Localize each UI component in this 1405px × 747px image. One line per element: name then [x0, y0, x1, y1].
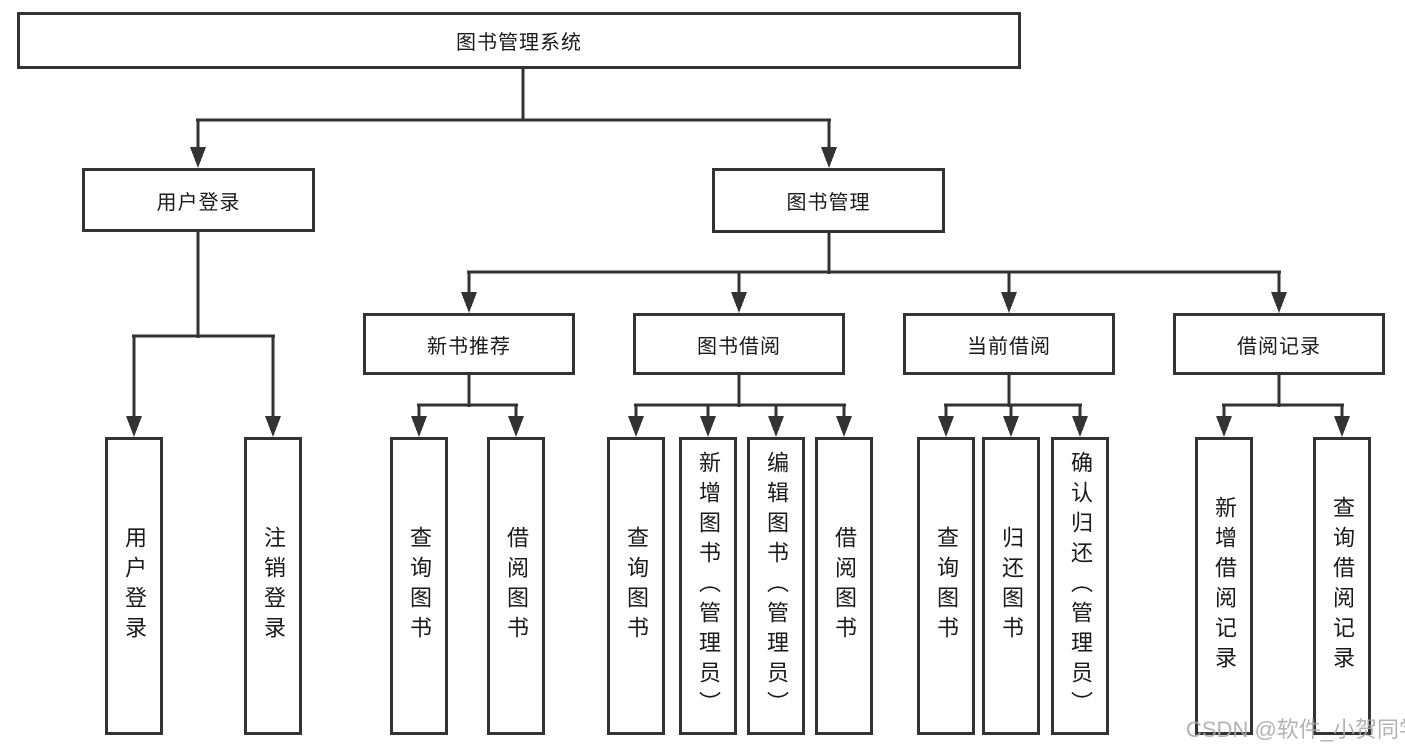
node-label: 确认归还（管理员） [1068, 451, 1093, 721]
node-label: 借阅图书 [832, 526, 857, 646]
node-leaf-query-borrow-record: 查询借阅记录 [1313, 437, 1371, 735]
node-label: 注销登录 [261, 526, 286, 646]
node-label: 查询借阅记录 [1330, 496, 1355, 676]
arrowhead-down-icon [821, 147, 837, 168]
node-leaf-add-books-admin: 新增图书（管理员） [679, 437, 737, 735]
arrowhead-down-icon [508, 416, 524, 437]
arrowhead-down-icon [836, 416, 852, 437]
node-new-book-recommend: 新书推荐 [363, 313, 575, 375]
arrowhead-down-icon [411, 416, 427, 437]
arrowhead-down-icon [1003, 416, 1019, 437]
node-leaf-add-borrow-record: 新增借阅记录 [1195, 437, 1253, 735]
node-label: 编辑图书（管理员） [764, 451, 789, 721]
node-label: 查询图书 [934, 526, 959, 646]
arrowhead-down-icon [628, 416, 644, 437]
node-leaf-user-login: 用户登录 [105, 437, 163, 735]
node-label: 借阅图书 [504, 526, 529, 646]
node-label: 新增图书（管理员） [696, 451, 721, 721]
node-current-borrowing: 当前借阅 [903, 313, 1115, 375]
arrowhead-down-icon [768, 416, 784, 437]
arrowhead-down-icon [265, 416, 281, 437]
node-label: 归还图书 [999, 526, 1024, 646]
arrowhead-down-icon [1072, 416, 1088, 437]
node-label: 用户登录 [156, 191, 241, 214]
node-library-management-system: 图书管理系统 [17, 12, 1021, 69]
node-leaf-query-books: 查询图书 [607, 437, 665, 735]
arrowhead-down-icon [461, 292, 477, 313]
node-leaf-confirm-return-admin: 确认归还（管理员） [1051, 437, 1109, 735]
node-label: 借阅记录 [1237, 335, 1321, 358]
node-leaf-borrow-books: 借阅图书 [815, 437, 873, 735]
node-borrowing-records: 借阅记录 [1173, 313, 1385, 375]
csdn-watermark: CSDN @软件_小贺同学 [1186, 717, 1405, 742]
node-label: 图书管理 [786, 192, 871, 214]
node-leaf-edit-books-admin: 编辑图书（管理员） [747, 437, 805, 735]
node-leaf-query-books: 查询图书 [917, 437, 975, 735]
arrowhead-down-icon [1334, 416, 1350, 437]
node-label: 图书借阅 [697, 335, 781, 358]
node-label: 新增借阅记录 [1212, 496, 1237, 676]
node-book-management: 图书管理 [712, 168, 945, 233]
node-label: 新书推荐 [427, 335, 511, 358]
arrowhead-down-icon [190, 147, 206, 168]
arrowhead-down-icon [1001, 292, 1017, 313]
node-label: 当前借阅 [967, 335, 1051, 358]
arrowhead-down-icon [700, 416, 716, 437]
node-leaf-return-books: 归还图书 [982, 437, 1040, 735]
node-leaf-borrow-books: 借阅图书 [487, 437, 545, 735]
arrowhead-down-icon [1216, 416, 1232, 437]
node-label: 查询图书 [407, 526, 432, 646]
arrowhead-down-icon [1271, 292, 1287, 313]
node-leaf-logout: 注销登录 [244, 437, 302, 735]
arrowhead-down-icon [731, 292, 747, 313]
node-label: 用户登录 [122, 526, 147, 646]
arrowhead-down-icon [938, 416, 954, 437]
node-leaf-query-books: 查询图书 [390, 437, 448, 735]
node-label: 图书管理系统 [456, 32, 582, 54]
node-user-login: 用户登录 [82, 168, 315, 232]
node-book-borrowing: 图书借阅 [633, 313, 845, 375]
arrowhead-down-icon [126, 416, 142, 437]
node-label: 查询图书 [624, 526, 649, 646]
